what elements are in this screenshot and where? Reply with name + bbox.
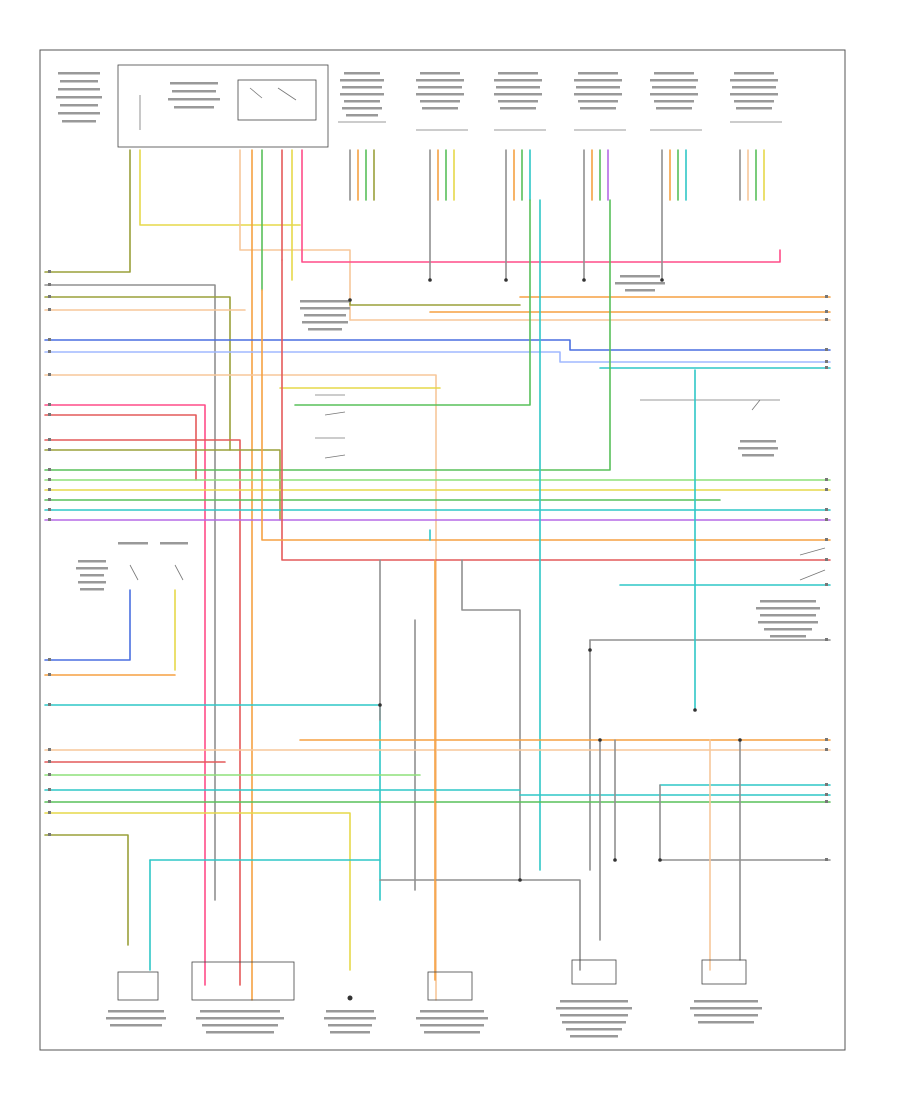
top-module-1 xyxy=(338,72,386,123)
junctions xyxy=(348,278,742,882)
left-switches xyxy=(44,542,188,676)
bottom-component-5 xyxy=(556,959,632,1038)
bottom-component-1 xyxy=(106,971,166,1027)
top-module-2 xyxy=(416,72,468,131)
diagram-frame xyxy=(39,49,846,1051)
top-left-module-label-lines xyxy=(56,72,220,123)
lower-harness xyxy=(44,199,831,981)
top-module-3 xyxy=(494,72,546,131)
top-left-module xyxy=(56,64,329,148)
top-module-4 xyxy=(574,72,626,131)
right-pin-markers xyxy=(825,295,828,861)
center-switches xyxy=(300,300,350,459)
top-module-6 xyxy=(730,72,782,123)
bottom-component-6 xyxy=(690,959,762,1024)
bottom-component-4 xyxy=(416,971,488,1034)
left-pin-markers xyxy=(48,270,51,836)
top-module-5 xyxy=(650,72,702,131)
bottom-component-3 xyxy=(324,995,376,1034)
right-components xyxy=(615,275,826,638)
top-drops xyxy=(44,149,781,1001)
bottom-component-2 xyxy=(191,961,295,1034)
